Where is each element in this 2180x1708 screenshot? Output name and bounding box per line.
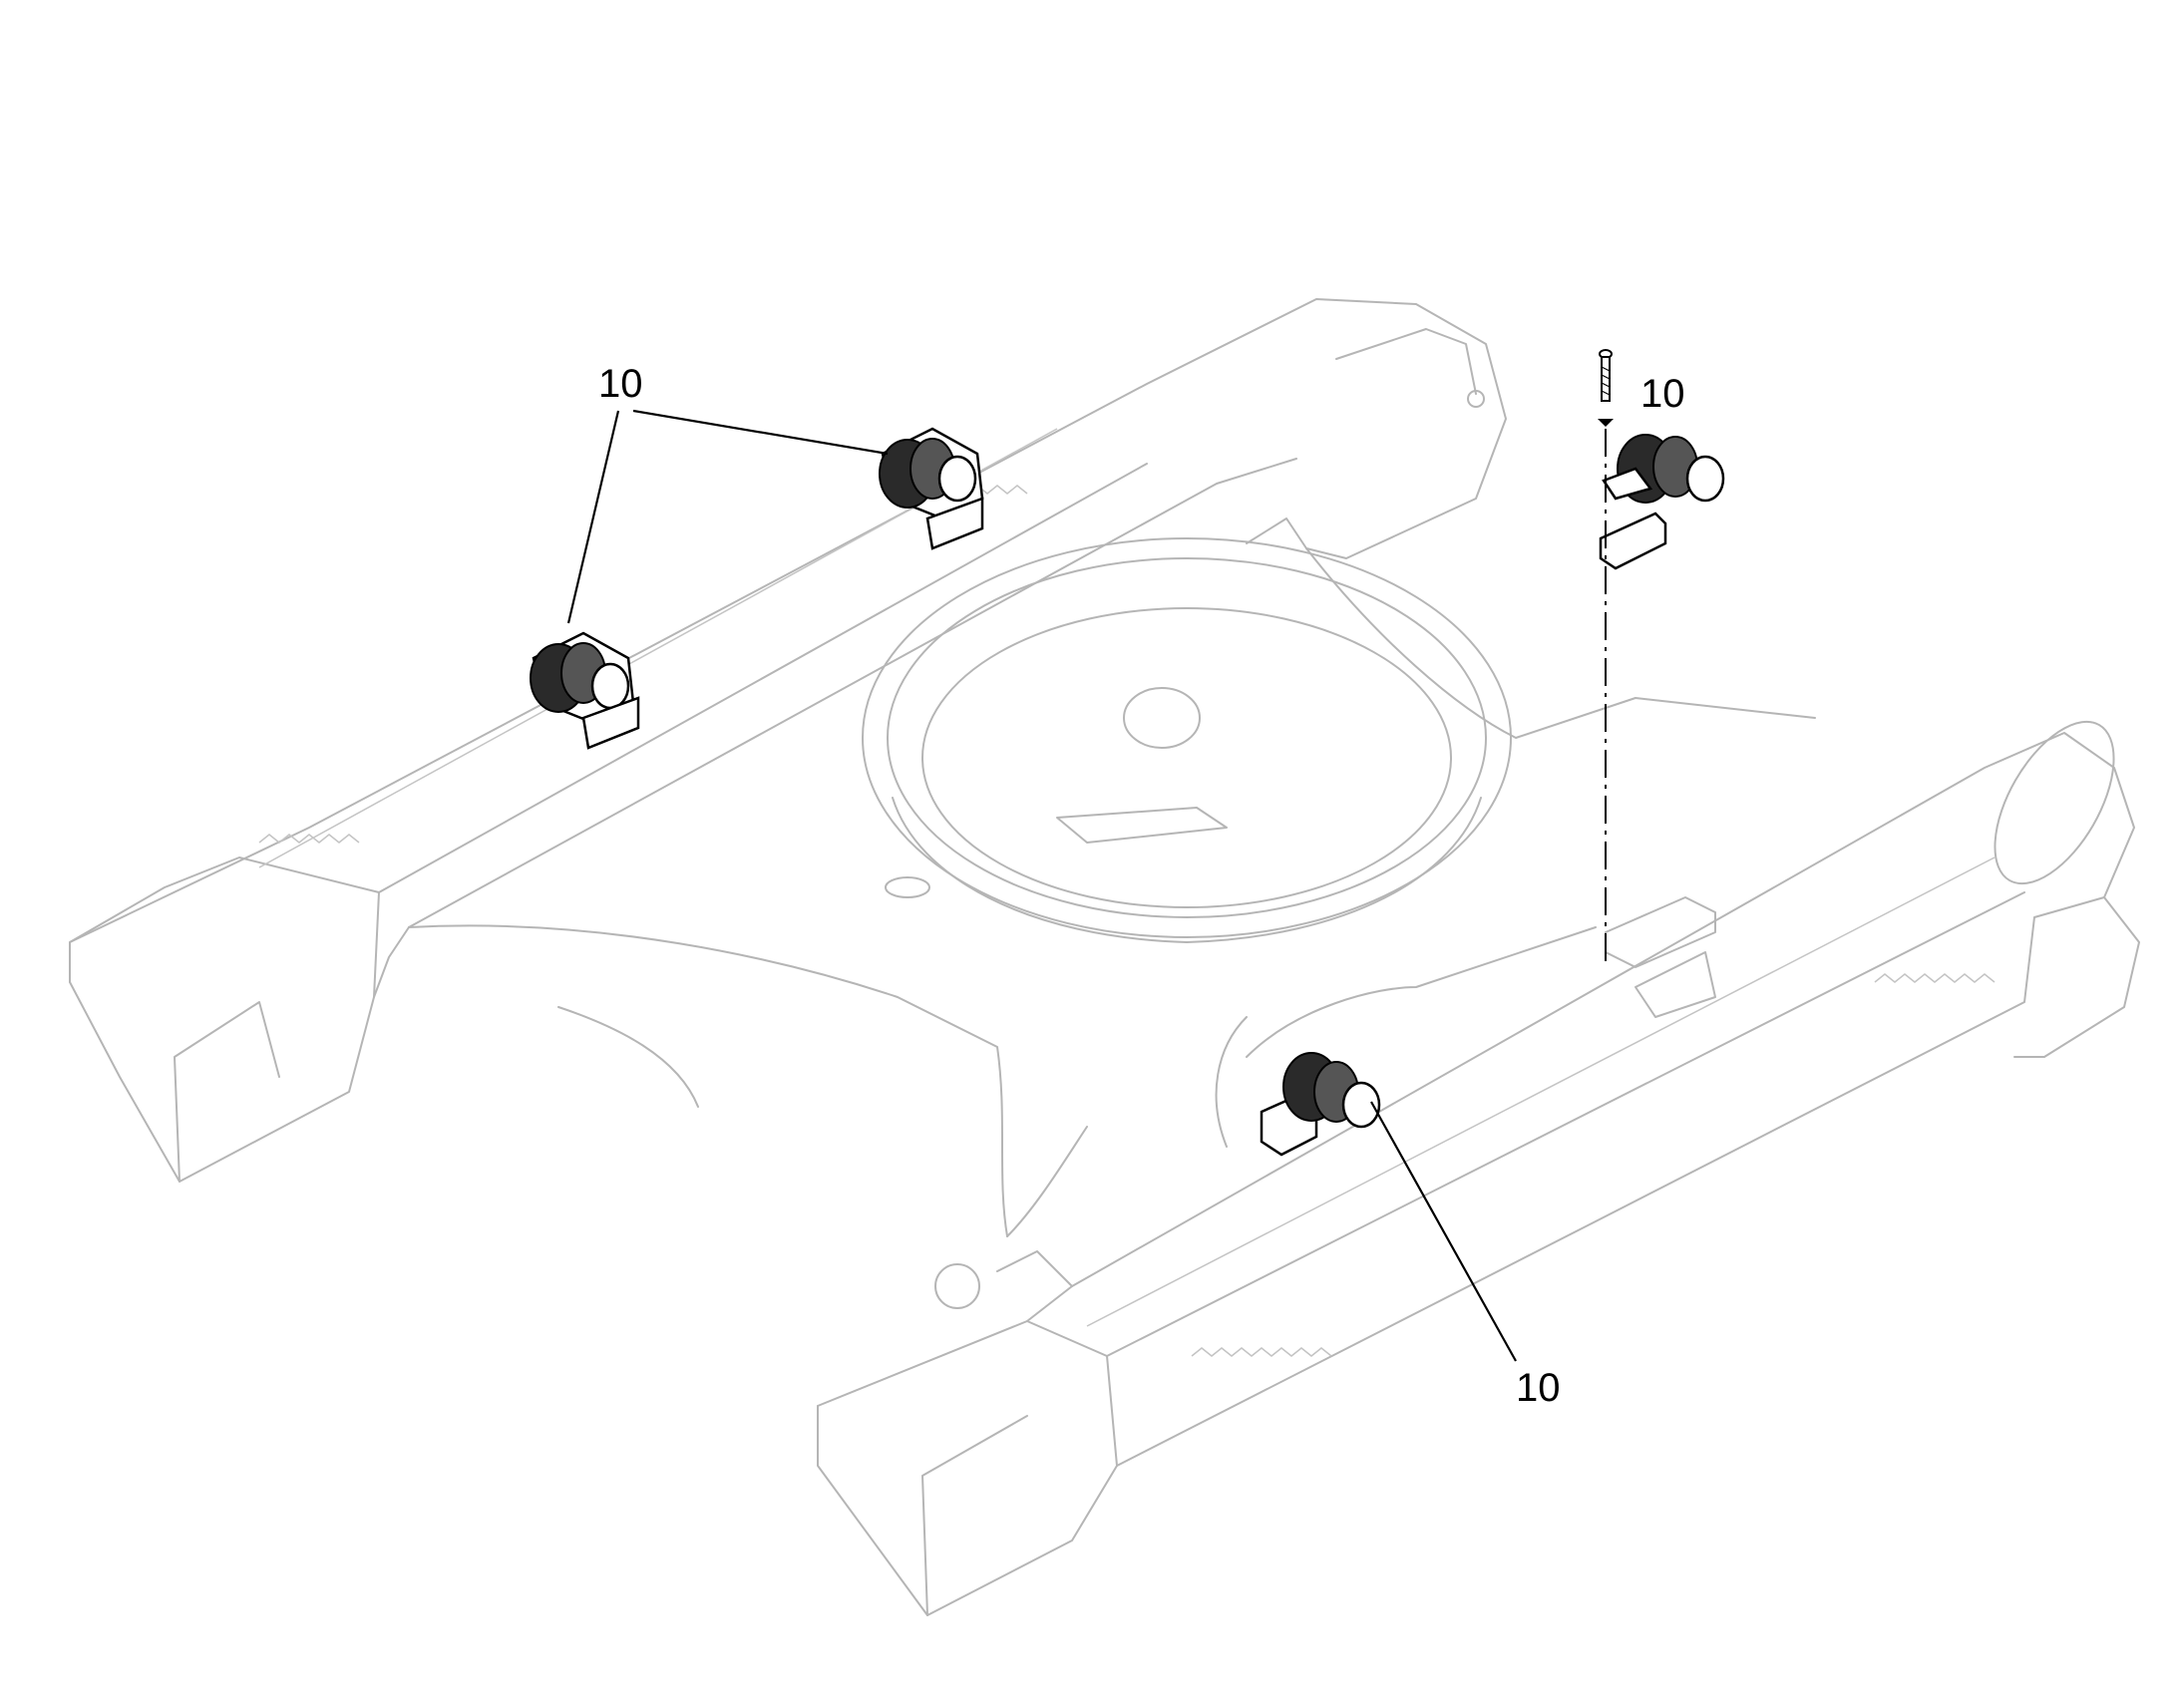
washer bbox=[1598, 419, 1614, 427]
bolt bbox=[1599, 349, 1613, 402]
carrier-roller-3-exploded bbox=[1599, 434, 1725, 570]
callout-top-right: 10 bbox=[1640, 372, 1685, 416]
carrier-roller-4 bbox=[1260, 1052, 1381, 1157]
undercarriage-frame bbox=[69, 298, 2140, 1616]
callout-top-left: 10 bbox=[598, 362, 643, 406]
leader-lines bbox=[566, 409, 1517, 1362]
carrier-roller-1 bbox=[879, 427, 984, 550]
carrier-roller-2 bbox=[530, 631, 640, 750]
callout-bottom: 10 bbox=[1516, 1366, 1561, 1410]
